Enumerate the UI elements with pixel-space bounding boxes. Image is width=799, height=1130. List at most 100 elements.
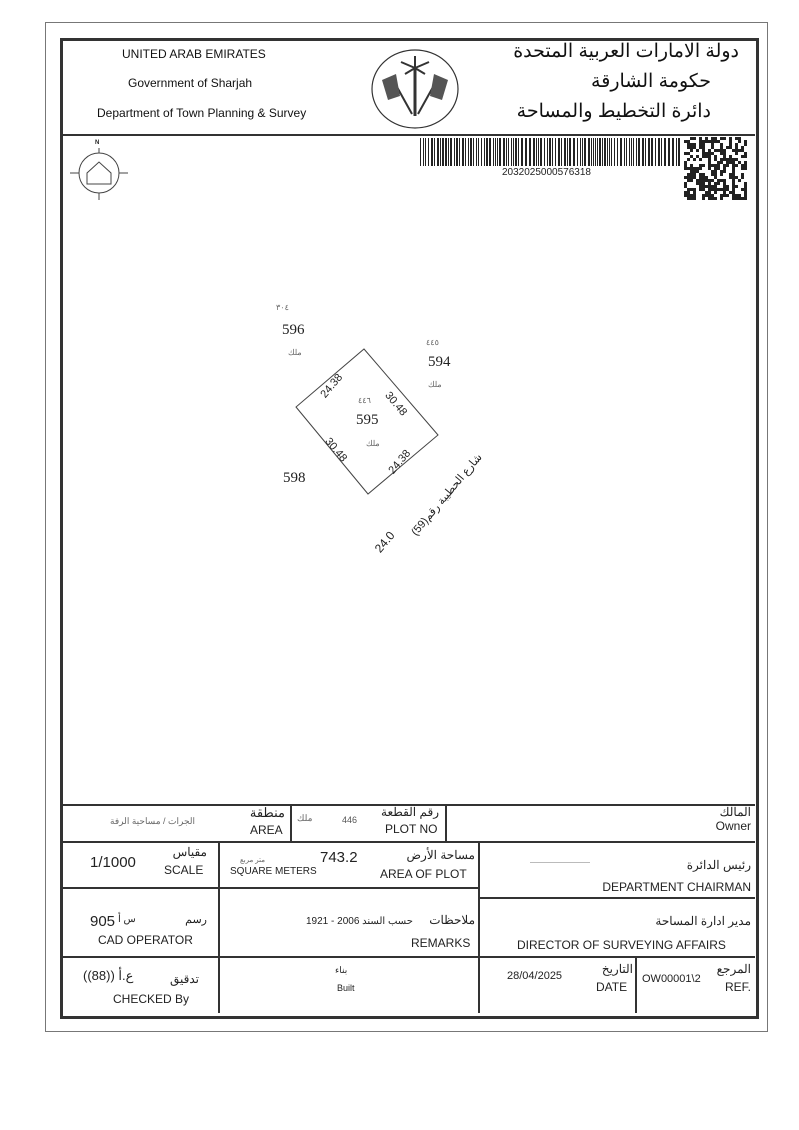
qr-module: [732, 161, 735, 164]
qr-module: [699, 158, 702, 161]
area-of-plot-value: 743.2: [320, 849, 358, 866]
qr-module: [723, 191, 726, 194]
qr-module: [729, 137, 732, 140]
barcode-bar: [547, 138, 548, 166]
barcode-bar: [540, 138, 542, 166]
qr-module: [684, 164, 687, 167]
qr-module: [723, 155, 726, 158]
qr-module: [735, 143, 738, 146]
table-line: [62, 841, 755, 843]
qr-module: [723, 194, 726, 197]
date-label-en: DATE: [596, 980, 628, 994]
qr-module: [744, 194, 747, 197]
qr-module: [708, 188, 711, 191]
barcode-bar: [678, 138, 680, 166]
header-ar-uae: دولة الامارات العربية المتحدة: [513, 41, 739, 62]
qr-module: [699, 164, 702, 167]
qr-module: [705, 194, 708, 197]
barcode-bar: [456, 138, 458, 166]
qr-module: [702, 164, 705, 167]
ref-label-en: REF.: [724, 980, 751, 994]
qr-module: [690, 155, 693, 158]
qr-module: [702, 179, 705, 182]
qr-module: [711, 164, 714, 167]
qr-module: [699, 182, 702, 185]
qr-module: [711, 143, 714, 146]
qr-module: [723, 149, 726, 152]
chairman-label-en: DEPARTMENT CHAIRMAN: [602, 880, 751, 894]
area-of-plot-label-en: AREA OF PLOT: [380, 867, 467, 881]
qr-module: [708, 155, 711, 158]
barcode-bar: [462, 138, 464, 166]
qr-module: [720, 146, 723, 149]
barcode-bar: [549, 138, 551, 166]
header-ar-gov: حكومة الشارقة: [591, 71, 711, 92]
qr-module: [699, 140, 702, 143]
barcode-bar: [555, 138, 556, 166]
owner-label-ar: المالك: [719, 805, 751, 819]
qr-module: [714, 176, 717, 179]
barcode-bar: [655, 138, 656, 166]
table-vline: [218, 841, 220, 1013]
qr-module: [720, 170, 723, 173]
qr-module: [732, 182, 735, 185]
qr-module: [702, 194, 705, 197]
barcode-bar: [584, 138, 586, 166]
barcode-bar: [511, 138, 512, 166]
qr-module: [735, 146, 738, 149]
checked-label-en: CHECKED By: [113, 992, 190, 1006]
qr-module: [711, 152, 714, 155]
plot-595-number: 595: [356, 412, 379, 428]
qr-module: [699, 188, 702, 191]
barcode-bar: [588, 138, 590, 166]
plot-596-type: ملك: [288, 348, 302, 357]
qr-module: [714, 170, 717, 173]
plot-594-type: ملك: [428, 380, 442, 389]
header-en-uae: UNITED ARAB EMIRATES: [122, 47, 266, 61]
qr-module: [705, 140, 708, 143]
qr-module: [732, 173, 735, 176]
qr-module: [708, 197, 711, 200]
qr-module: [723, 182, 726, 185]
qr-module: [717, 188, 720, 191]
qr-module: [690, 188, 693, 191]
barcode-bar: [645, 138, 646, 166]
qr-module: [699, 173, 702, 176]
qr-module: [726, 185, 729, 188]
qr-module: [690, 194, 693, 197]
chairman-signature: [530, 862, 590, 863]
barcode-bar: [525, 138, 527, 166]
barcode-bar: [434, 138, 435, 166]
qr-module: [720, 188, 723, 191]
qr-module: [717, 140, 720, 143]
qr-module: [711, 179, 714, 182]
barcode-bar: [476, 138, 477, 166]
barcode-bar: [454, 138, 455, 166]
qr-module: [735, 176, 738, 179]
plot-596-ar-number: ٣٠٤: [276, 303, 289, 312]
qr-module: [714, 158, 717, 161]
qr-module: [705, 179, 708, 182]
barcode-bar: [676, 138, 677, 166]
qr-module: [684, 176, 687, 179]
table-vline: [290, 804, 292, 841]
barcode-bar: [521, 138, 523, 166]
qr-module: [720, 143, 723, 146]
plot-596-number: 596: [282, 322, 305, 338]
barcode-bar: [607, 138, 608, 166]
qr-module: [699, 137, 702, 140]
barcode-bar: [617, 138, 618, 166]
qr-module: [744, 197, 747, 200]
qr-module: [708, 140, 711, 143]
remarks-value: حسب السند 2006 - 1921: [306, 916, 413, 927]
qr-module: [711, 188, 714, 191]
qr-module: [744, 191, 747, 194]
qr-module: [711, 146, 714, 149]
qr-module: [717, 167, 720, 170]
barcode-bar: [484, 138, 485, 166]
cad-label-ar: رسم: [185, 914, 207, 926]
checked-value: ع.أ ((88)): [83, 968, 134, 983]
cad-label-en: CAD OPERATOR: [98, 933, 193, 947]
owner-label-en: Owner: [715, 819, 751, 833]
qr-module: [720, 149, 723, 152]
